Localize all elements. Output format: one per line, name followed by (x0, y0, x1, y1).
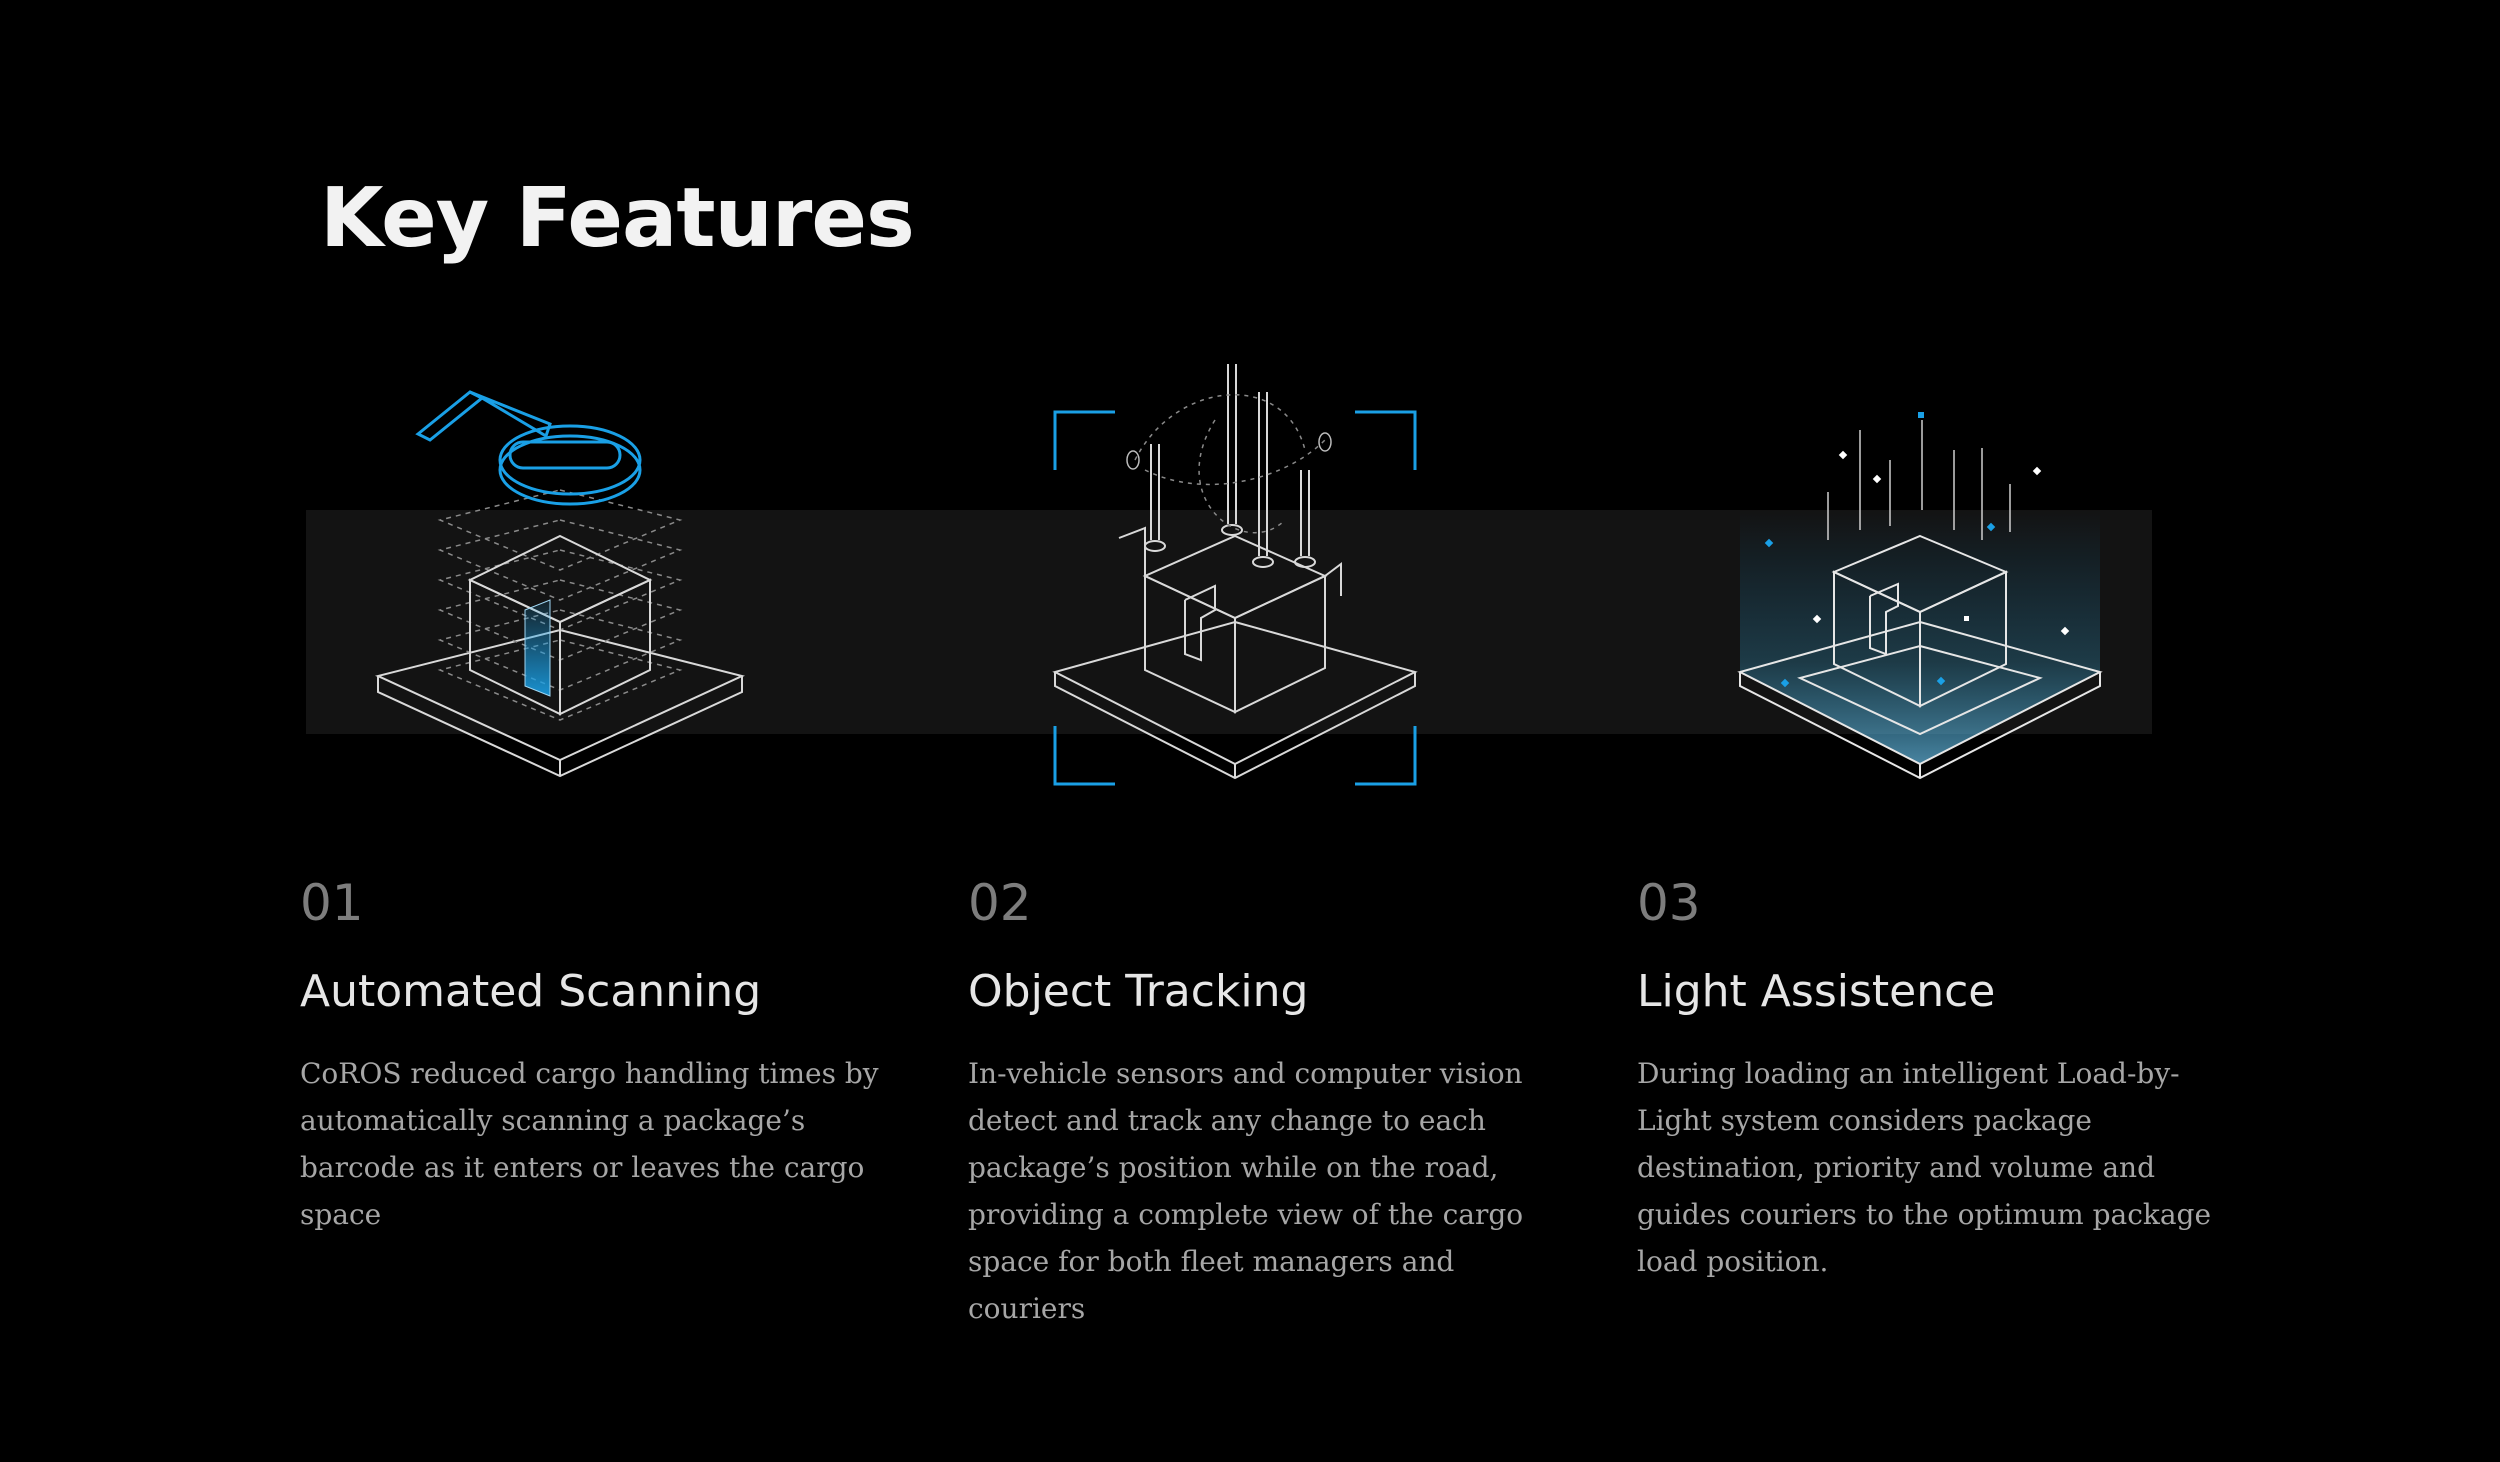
package-box (1831, 534, 2009, 708)
robotic-arm-scanner-icon (375, 390, 745, 778)
feature-automated-scanning: 01 Automated Scanning CoROS reduced carg… (300, 870, 880, 1238)
feature-number: 01 (300, 874, 364, 932)
scan-beam (524, 599, 551, 697)
feature-number: 02 (968, 874, 1032, 932)
load-light-icon (1737, 412, 2103, 780)
feature-title: Automated Scanning (300, 966, 762, 1017)
feature-title: Object Tracking (968, 966, 1309, 1017)
motion-paths (1134, 394, 1326, 534)
page-title: Key Features (320, 171, 915, 266)
base-platform (1052, 620, 1418, 780)
sensor-poles (1144, 364, 1316, 568)
base-platform (375, 628, 745, 778)
feature-object-tracking: 02 Object Tracking In-vehicle sensors an… (968, 870, 1548, 1332)
feature-description: During loading an intelligent Load-by-Li… (1637, 1057, 2212, 1279)
tracking-sensor-icon (1052, 364, 1418, 786)
feature-light-assistance: 03 Light Assistence During loading an in… (1637, 870, 2217, 1285)
feature-description: In-vehicle sensors and computer vision d… (968, 1057, 1524, 1326)
feature-title: Light Assistence (1637, 966, 1996, 1017)
tracking-frame (1053, 410, 1417, 786)
feature-description: CoROS reduced cargo handling times by au… (300, 1057, 879, 1232)
light-rays (1827, 420, 2011, 540)
package-box (1118, 526, 1342, 714)
feature-number: 03 (1637, 874, 1701, 932)
robot-arm (415, 390, 642, 506)
